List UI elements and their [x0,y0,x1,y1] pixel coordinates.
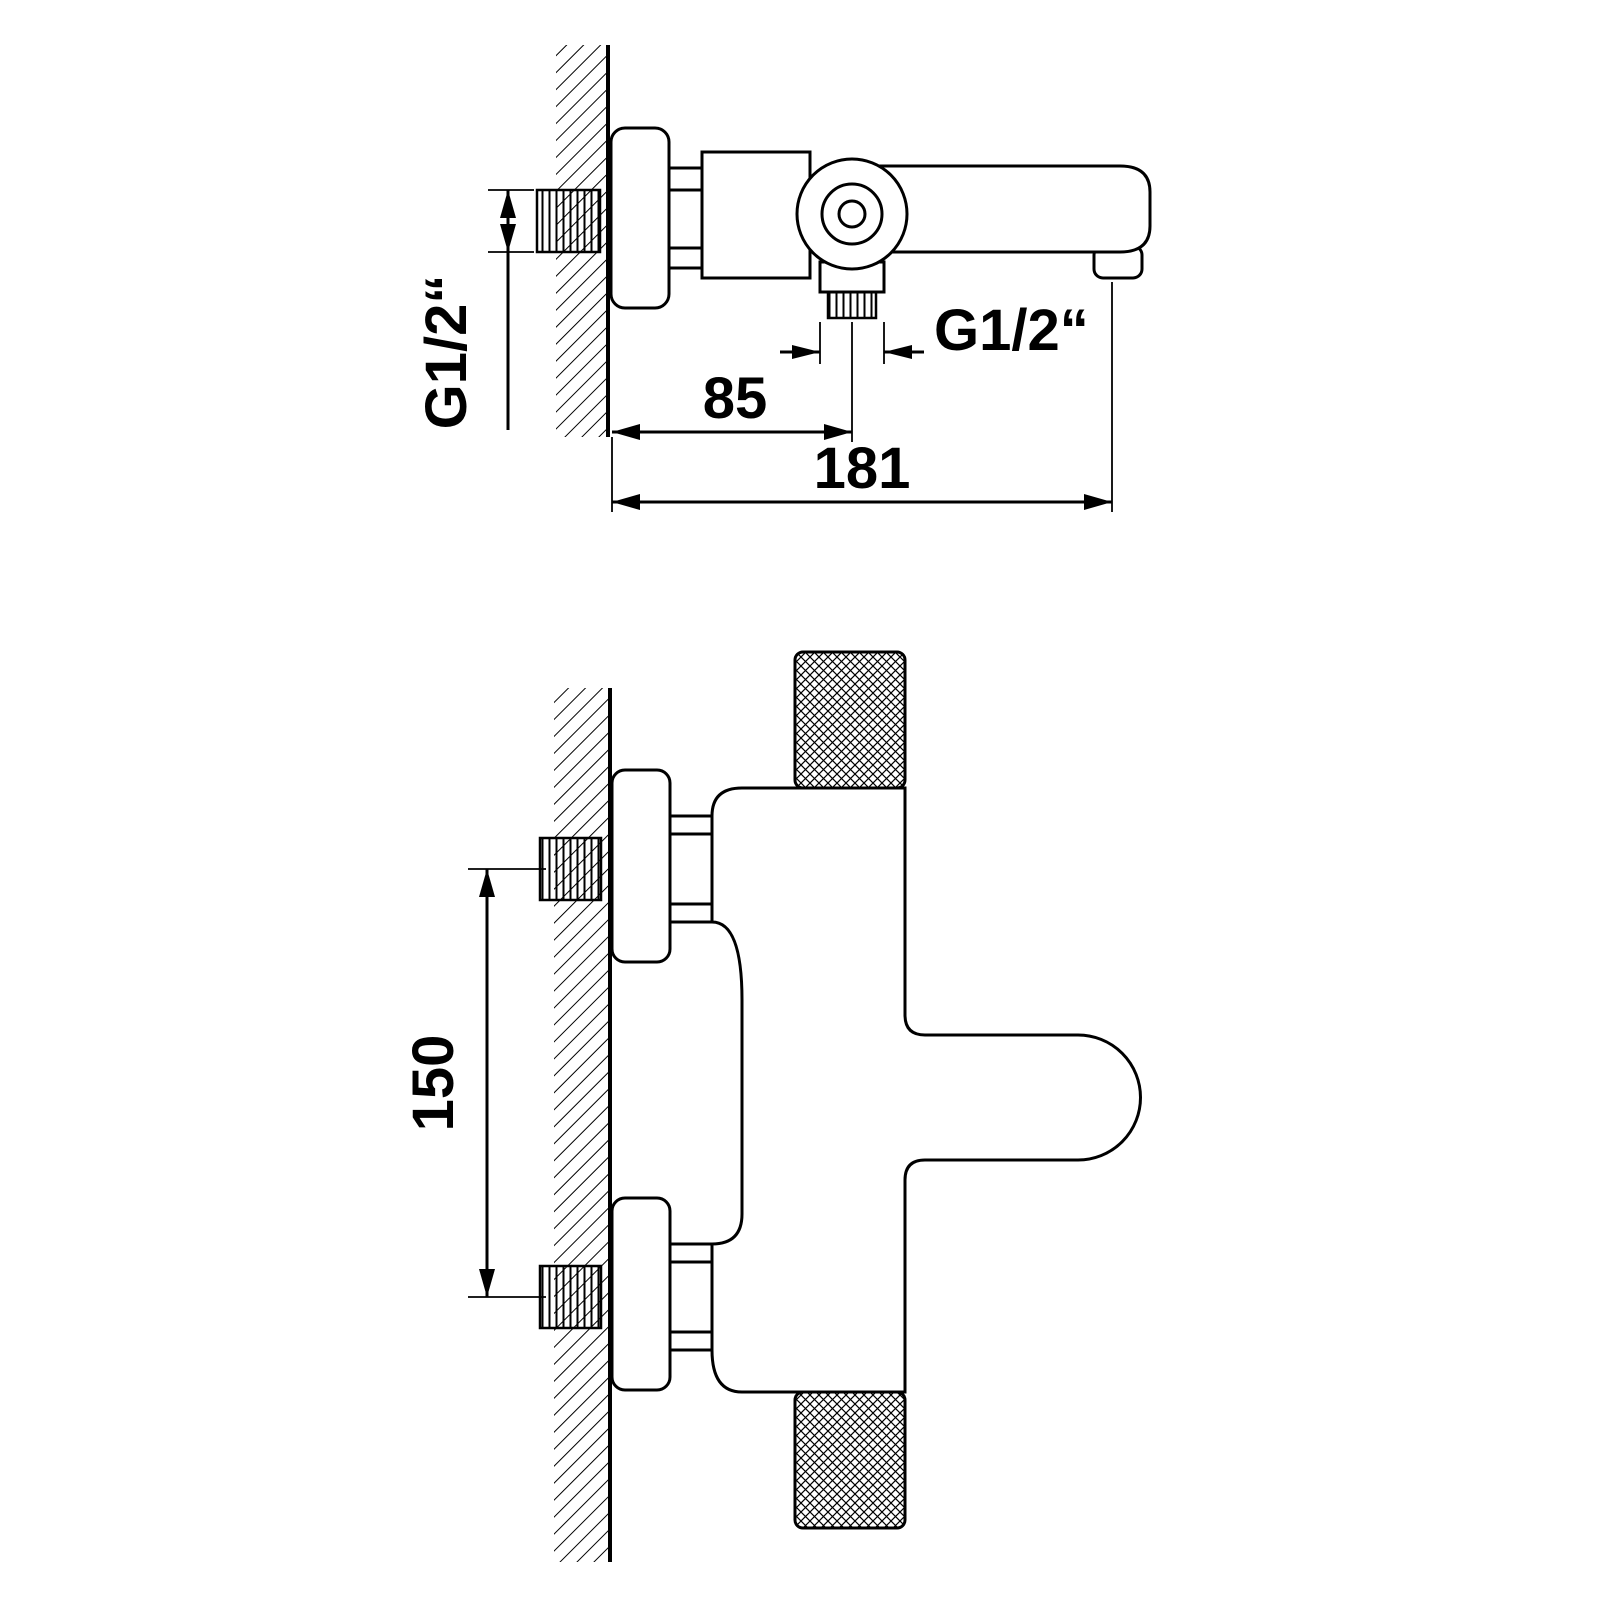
label-outlet-thread: G1/2“ [934,298,1089,363]
arrow-up [500,190,516,218]
label-150: 150 [401,1035,466,1132]
spout-top-view [878,164,1152,254]
mixer-body-top-view [700,150,812,280]
arrow-up [479,869,495,897]
threaded-tailpiece-bottom [538,1264,603,1330]
label-181: 181 [814,436,911,501]
arrow-right [792,345,820,359]
arrow-left [884,345,912,359]
label-wall-thread: G1/2“ [414,275,479,430]
dimension-wall-thread: G1/2“ [414,189,534,430]
arrow-left [612,424,640,440]
threaded-tailpiece-top-view [535,188,602,254]
wall-hatch-front [554,688,610,1562]
label-85: 85 [703,366,768,431]
control-knob-top-view [795,157,909,271]
connector-nut-lower [668,1242,714,1352]
shower-outlet-thread [826,290,878,320]
knurled-handle-bottom [793,1390,907,1530]
arrow-right [824,424,852,440]
wall-flange-upper [610,768,672,964]
top-view: G1/2“ G1/2“ 85 181 [414,45,1152,512]
mixer-body-front-view [710,786,1142,1394]
arrow-left [612,494,640,510]
wall-flange-top-view [609,126,671,310]
knurled-handle-top [793,650,907,790]
arrow-right [1084,494,1112,510]
connector-nut-top-view [667,166,704,270]
dimension-85: 85 [611,322,853,512]
arrow-down [479,1269,495,1297]
dimension-150: 150 [401,868,546,1298]
threaded-tailpiece-top [538,836,603,902]
front-view: 150 [401,650,1142,1562]
arrow-down [500,224,516,252]
wall-section-front [554,688,612,1562]
connector-nut-upper [668,814,714,924]
dimension-outlet-thread: G1/2“ [780,298,1089,364]
dimension-181: 181 [612,282,1113,512]
wall-flange-lower [610,1196,672,1392]
